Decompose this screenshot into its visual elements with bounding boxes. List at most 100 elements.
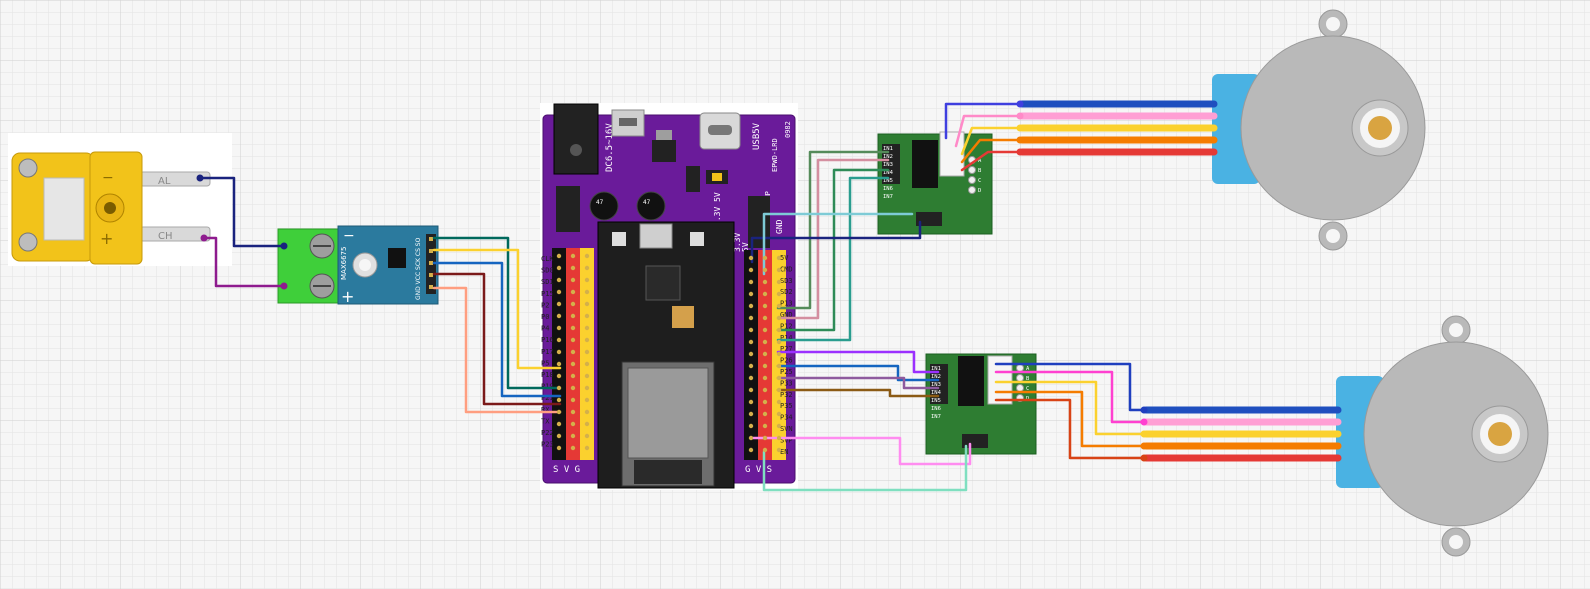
header-pin[interactable] [570,361,576,367]
header-pin[interactable] [584,313,590,319]
wire-m2-orange[interactable] [994,390,1146,448]
header-pin[interactable] [584,361,590,367]
header-pin[interactable] [584,289,590,295]
header-pin[interactable] [584,325,590,331]
header-pin[interactable] [584,301,590,307]
header-pin[interactable] [584,373,590,379]
wire-max-gnd[interactable] [432,236,562,390]
header-pin[interactable] [776,447,782,453]
header-pin[interactable] [762,291,768,297]
wire-d1-gnd[interactable] [750,220,922,264]
wire-d1-in4[interactable] [776,176,890,342]
header-pin[interactable] [570,313,576,319]
header-pin[interactable] [556,313,562,319]
esp32-devkit[interactable] [597,221,735,489]
header-pin[interactable] [762,375,768,381]
header-pin[interactable] [776,351,782,357]
header-pin[interactable] [570,301,576,307]
header-pin[interactable] [748,291,754,297]
header-pin[interactable] [570,421,576,427]
wire-m1-orange[interactable] [960,138,1022,164]
header-pin[interactable] [584,433,590,439]
header-pin[interactable] [556,445,562,451]
header-pin[interactable] [556,253,562,259]
header-pin[interactable] [584,265,590,271]
wire-d2-vcc[interactable] [750,436,972,466]
header-pin[interactable] [776,339,782,345]
driver1-power-header[interactable] [916,212,942,226]
header-pin[interactable] [776,399,782,405]
header-pin[interactable] [584,337,590,343]
header-pin[interactable] [762,303,768,309]
header-pin[interactable] [776,279,782,285]
header-pin[interactable] [762,387,768,393]
wire-m1-blue[interactable] [944,102,1022,140]
header-pin[interactable] [748,327,754,333]
header-pin[interactable] [762,435,768,441]
stepper-motor-1[interactable] [1212,9,1426,251]
header-pin[interactable] [556,301,562,307]
wire-thermo-ch[interactable] [202,236,286,288]
thermocouple-plug[interactable]: AL CH − + [8,133,232,266]
header-pin[interactable] [762,315,768,321]
header-pin[interactable] [748,399,754,405]
header-pin[interactable] [570,289,576,295]
wire-m1-red[interactable] [960,150,1022,172]
header-pin[interactable] [748,363,754,369]
header-pin[interactable] [748,375,754,381]
max-pin-header[interactable] [426,234,436,294]
header-pin[interactable] [556,325,562,331]
header-pin[interactable] [776,267,782,273]
wire-thermo-al[interactable] [198,176,286,248]
header-pin[interactable] [584,277,590,283]
header-pin[interactable] [762,399,768,405]
header-pin[interactable] [570,397,576,403]
header-pin[interactable] [570,277,576,283]
driver1-input-header[interactable] [882,144,900,184]
header-pin[interactable] [556,421,562,427]
wire-d2-in3[interactable] [776,376,940,390]
driver1-motor-connector[interactable] [939,131,965,177]
header-pin[interactable] [556,277,562,283]
header-pin[interactable] [556,385,562,391]
header-pin[interactable] [776,423,782,429]
header-pin[interactable] [776,435,782,441]
header-pin[interactable] [762,255,768,261]
header-pin[interactable] [748,423,754,429]
motor1-ribbon-cable[interactable] [1018,100,1218,156]
header-pin[interactable] [748,315,754,321]
wire-m2-pink[interactable] [994,370,1146,424]
wire-m2-yellow[interactable] [994,380,1146,436]
wire-d2-in4[interactable] [776,388,940,398]
header-pin[interactable] [556,373,562,379]
header-pin[interactable] [584,253,590,259]
header-pin[interactable] [748,411,754,417]
spi-header[interactable] [556,186,580,232]
header-pin[interactable] [556,337,562,343]
header-pin[interactable] [762,351,768,357]
header-pin[interactable] [776,375,782,381]
wire-d1-in1[interactable] [776,150,890,310]
esp32-shield-board[interactable]: DC6.5~16V USB5V EPWD-LRD 0982 2AMP 3.3V … [540,103,798,490]
wire-max-so[interactable] [432,286,562,414]
wire-m1-pink[interactable] [954,114,1022,148]
header-pin[interactable] [776,363,782,369]
stepper-motor-2[interactable] [1336,315,1549,557]
header-pin[interactable] [584,349,590,355]
header-pin[interactable] [584,409,590,415]
header-pin[interactable] [776,303,782,309]
header-pin[interactable] [556,349,562,355]
header-pin[interactable] [570,409,576,415]
header-pin[interactable] [748,435,754,441]
header-pin[interactable] [762,411,768,417]
header-pin[interactable] [556,397,562,403]
header-pin[interactable] [570,385,576,391]
driver2-input-header[interactable] [930,364,948,404]
header-pin[interactable] [762,447,768,453]
devkit-usb-port[interactable] [639,223,673,249]
header-pin[interactable] [776,327,782,333]
header-pin[interactable] [762,327,768,333]
wire-max-sck[interactable] [432,261,562,398]
header-pin[interactable] [762,279,768,285]
